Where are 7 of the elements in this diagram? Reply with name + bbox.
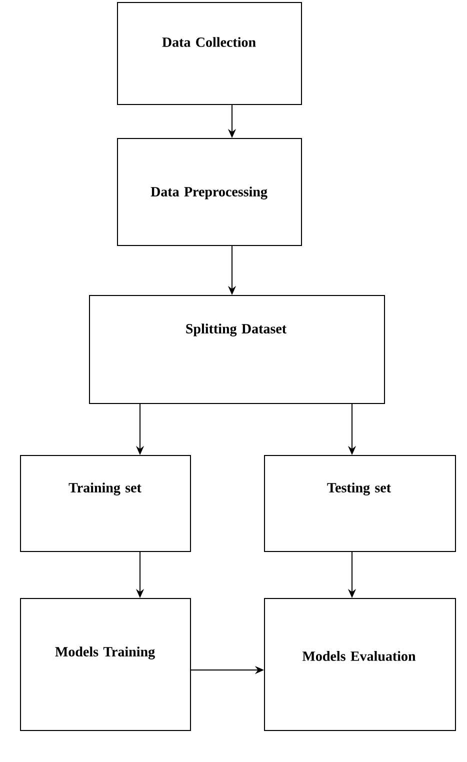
process-box: Splitting Dataset bbox=[89, 295, 385, 404]
process-box: Data Preprocessing bbox=[117, 138, 302, 246]
process-box: Testing set bbox=[264, 455, 456, 552]
process-box: Models Training bbox=[20, 598, 191, 731]
process-box: Models Evaluation bbox=[264, 598, 456, 731]
process-box: Training set bbox=[20, 455, 191, 552]
process-box: Data Collection bbox=[117, 2, 302, 105]
